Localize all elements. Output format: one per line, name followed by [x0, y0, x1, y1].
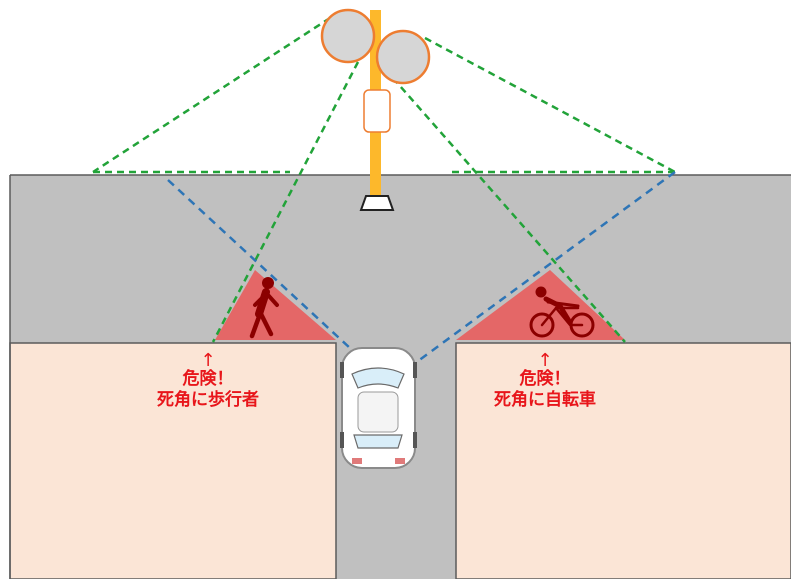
right-block [455, 342, 791, 579]
warning-title: 危険！ [519, 369, 571, 389]
up-arrow-icon: ↑ [200, 350, 216, 371]
warning-label-right: ↑ 危険！ 死角に自転車 [470, 350, 620, 411]
pedestrian-icon [249, 277, 279, 339]
warning-label-left: ↑ 危険！ 死角に歩行者 [138, 350, 278, 411]
pole-sign [363, 89, 391, 133]
main-road [10, 175, 791, 345]
cyclist-icon [529, 286, 595, 338]
mirror-view-lines [92, 16, 676, 343]
left-block [9, 342, 337, 579]
warning-title: 危険！ [182, 369, 234, 389]
curve-mirror-icon [320, 8, 431, 85]
up-arrow-icon: ↑ [537, 350, 553, 371]
pole-base [359, 195, 395, 211]
warning-detail: 死角に自転車 [494, 390, 596, 410]
driver-view-lines [167, 170, 676, 386]
warning-detail: 死角に歩行者 [157, 390, 259, 410]
danger-zone-right [456, 270, 625, 340]
car-icon [340, 347, 417, 469]
